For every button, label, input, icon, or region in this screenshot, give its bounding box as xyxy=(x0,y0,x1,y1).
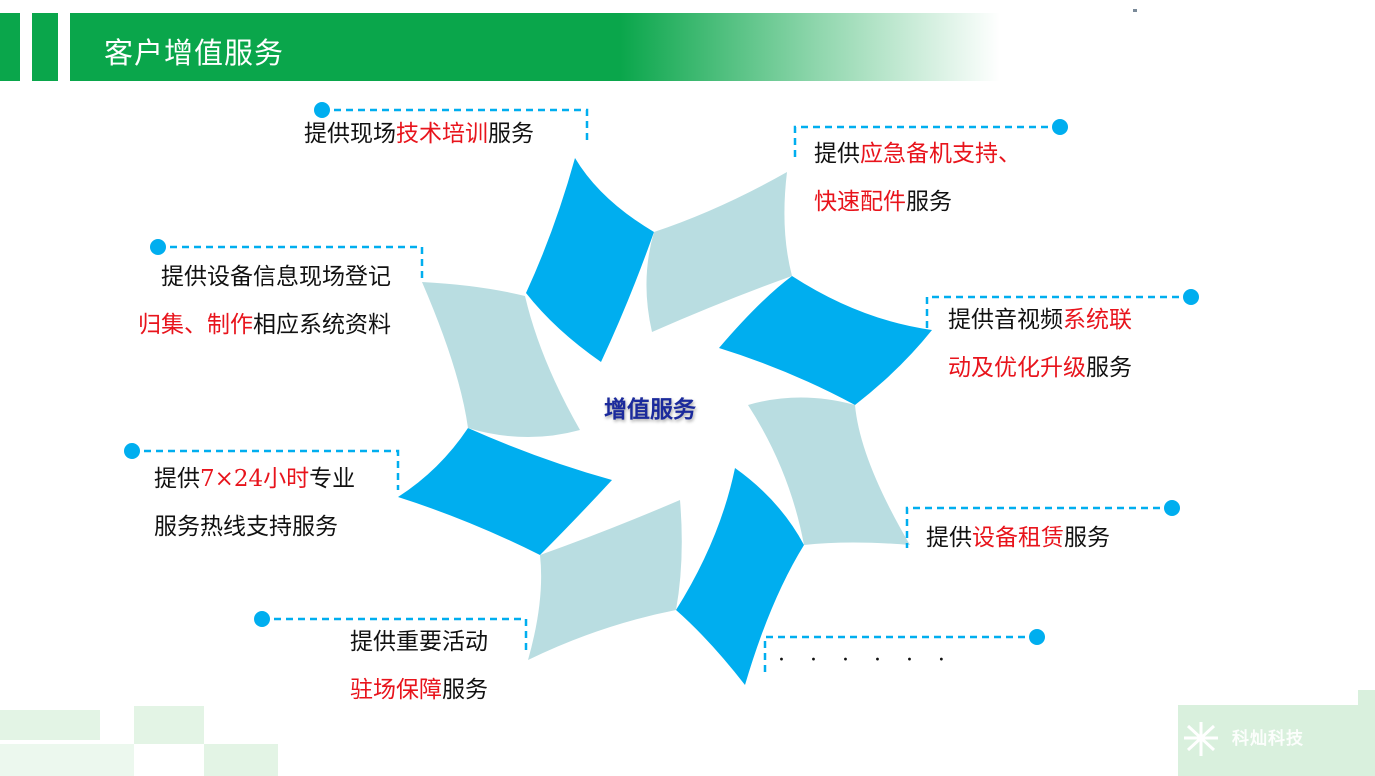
blade-1 xyxy=(526,158,654,362)
dot-icon xyxy=(1164,500,1180,516)
plain-text: 服务热线支持服务 xyxy=(154,514,338,540)
service-line: · · · · · · xyxy=(778,648,954,673)
connector-4 xyxy=(925,295,1191,332)
blade-5 xyxy=(676,468,804,685)
pinwheel xyxy=(398,158,932,685)
dot-icon xyxy=(1052,119,1068,135)
service-line: 快速配件服务 xyxy=(814,178,1021,226)
header-band xyxy=(0,13,1000,81)
highlight-text: 应急备机支持、 xyxy=(860,141,1021,167)
service-line: 提供音视频系统联 xyxy=(948,296,1132,344)
header-gap-2 xyxy=(58,13,70,81)
plain-text: 提供 xyxy=(814,141,860,167)
highlight-text: 归集、制作 xyxy=(138,312,253,338)
plain-text: · · · · · · xyxy=(778,648,954,673)
plain-text: 提供 xyxy=(926,525,972,551)
plain-text: 服务 xyxy=(1086,355,1132,381)
service-line: 提供设备租赁服务 xyxy=(926,514,1110,562)
service-line: 归集、制作相应系统资料 xyxy=(138,301,391,349)
plain-text: 提供音视频 xyxy=(948,307,1063,333)
dot-icon xyxy=(314,102,330,118)
connector-3 xyxy=(158,245,424,283)
service-item-event-support: 提供重要活动驻场保障服务 xyxy=(350,618,488,714)
connector-8 xyxy=(763,635,1037,675)
header-bar-2 xyxy=(32,13,58,81)
dot-icon xyxy=(1029,629,1045,645)
blade-2 xyxy=(646,172,792,332)
connector-2 xyxy=(793,125,1060,160)
header-gap-1 xyxy=(20,13,32,81)
plain-text: 提供 xyxy=(154,466,200,492)
service-item-more: · · · · · · xyxy=(778,648,954,673)
service-item-backup-parts: 提供应急备机支持、快速配件服务 xyxy=(814,130,1021,226)
corner-mark xyxy=(1133,9,1137,12)
service-item-av-integration: 提供音视频系统联动及优化升级服务 xyxy=(948,296,1132,392)
highlight-text: 技术培训 xyxy=(396,121,488,147)
dot-icon xyxy=(150,239,166,255)
blade-6 xyxy=(528,500,682,660)
service-line: 提供重要活动 xyxy=(350,618,488,666)
decor-logo-band xyxy=(1178,690,1375,776)
dot-icon xyxy=(254,611,270,627)
service-item-equipment-rental: 提供设备租赁服务 xyxy=(926,514,1110,562)
highlight-text: 快速配件 xyxy=(814,189,906,215)
header-bar-1 xyxy=(0,13,20,81)
blade-8 xyxy=(422,282,580,438)
service-line: 提供7×24小时专业 xyxy=(154,455,355,503)
service-line: 驻场保障服务 xyxy=(350,666,488,714)
plain-text: 服务 xyxy=(442,677,488,703)
service-item-device-registration: 提供设备信息现场登记归集、制作相应系统资料 xyxy=(138,253,391,349)
service-line: 提供应急备机支持、 xyxy=(814,130,1021,178)
highlight-text: 系统联 xyxy=(1063,307,1132,333)
highlight-text: 动及优化升级 xyxy=(948,355,1086,381)
plain-text: 服务 xyxy=(906,189,952,215)
highlight-text: 7×24小时 xyxy=(200,466,310,492)
decor-squares-left xyxy=(0,706,278,776)
connector-6 xyxy=(905,506,1172,548)
plain-text: 提供设备信息现场登记 xyxy=(161,264,391,290)
service-line: 提供现场技术培训服务 xyxy=(304,110,534,158)
plain-text: 服务 xyxy=(488,121,534,147)
highlight-text: 驻场保障 xyxy=(350,677,442,703)
blade-4 xyxy=(748,397,910,545)
connector-7 xyxy=(262,617,528,652)
service-line: 提供设备信息现场登记 xyxy=(138,253,391,301)
logo-icon xyxy=(1184,722,1218,756)
connectors xyxy=(132,108,1191,675)
service-item-hotline: 提供7×24小时专业服务热线支持服务 xyxy=(154,455,355,551)
plain-text: 提供重要活动 xyxy=(350,629,488,655)
highlight-text: 设备租赁 xyxy=(972,525,1064,551)
page-title: 客户增值服务 xyxy=(104,36,285,70)
service-line: 动及优化升级服务 xyxy=(948,344,1132,392)
center-label: 增值服务 xyxy=(604,397,696,423)
blade-7 xyxy=(398,428,612,555)
plain-text: 服务 xyxy=(1064,525,1110,551)
service-item-tech-training: 提供现场技术培训服务 xyxy=(304,110,534,158)
company-logo: 科灿科技 xyxy=(1232,729,1304,749)
service-line: 服务热线支持服务 xyxy=(154,503,355,551)
blade-3 xyxy=(719,276,932,405)
plain-text: 相应系统资料 xyxy=(253,312,391,338)
connector-1 xyxy=(322,108,589,145)
connector-dots xyxy=(124,102,1199,645)
dot-icon xyxy=(124,443,140,459)
dot-icon xyxy=(1183,289,1199,305)
plain-text: 提供现场 xyxy=(304,121,396,147)
connector-5 xyxy=(132,449,400,490)
plain-text: 专业 xyxy=(309,466,356,492)
